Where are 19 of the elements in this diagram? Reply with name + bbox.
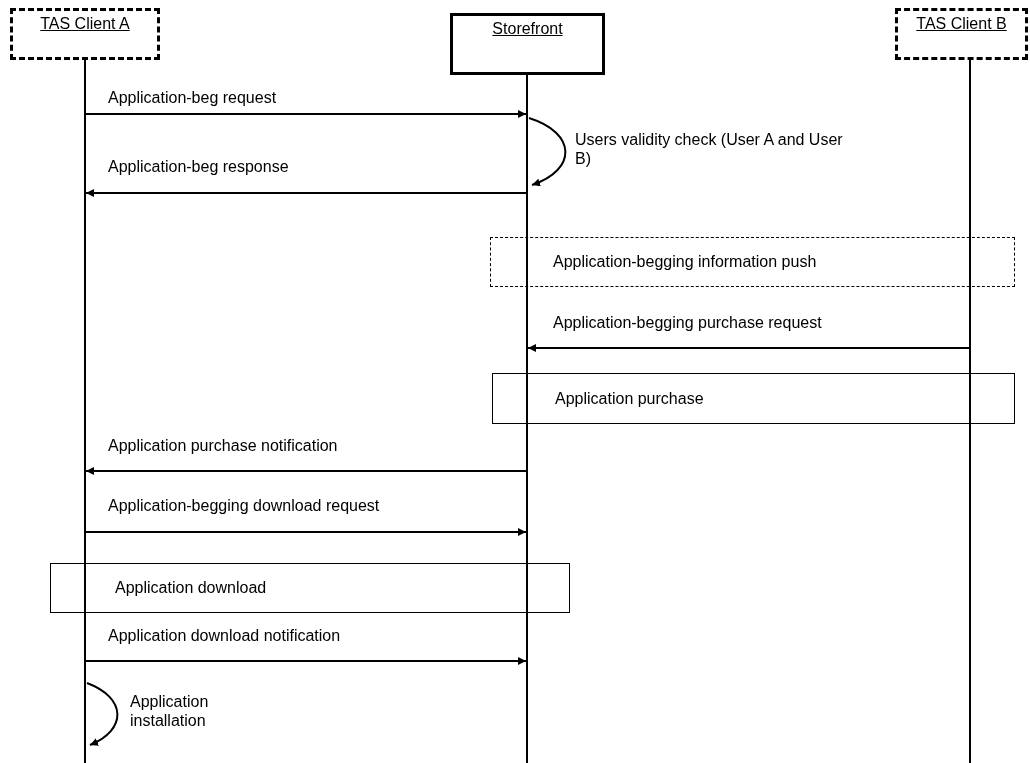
message-label: Application download notification <box>108 626 341 645</box>
activity-box: Application purchase <box>492 373 1015 424</box>
message-arrow <box>85 189 527 197</box>
message-arrow <box>527 344 970 352</box>
message-label: Application-begging download request <box>108 496 380 515</box>
message-arrow <box>85 528 527 536</box>
message-label: Application-beg request <box>108 88 277 107</box>
message-label: Application purchase notification <box>108 436 338 455</box>
self-message-arrow <box>528 117 567 186</box>
message-arrow <box>85 657 527 665</box>
message-label: Application-beg response <box>108 157 289 176</box>
message-label: Application installation <box>130 692 210 730</box>
message-label: Application-begging purchase request <box>553 313 822 332</box>
message-arrow <box>85 467 527 475</box>
message-arrow <box>85 110 527 118</box>
self-message-arrow <box>86 682 119 746</box>
activity-box: Application-begging information push <box>490 237 1015 287</box>
message-label: Users validity check (User A and User B) <box>575 130 844 168</box>
activity-box: Application download <box>50 563 570 613</box>
